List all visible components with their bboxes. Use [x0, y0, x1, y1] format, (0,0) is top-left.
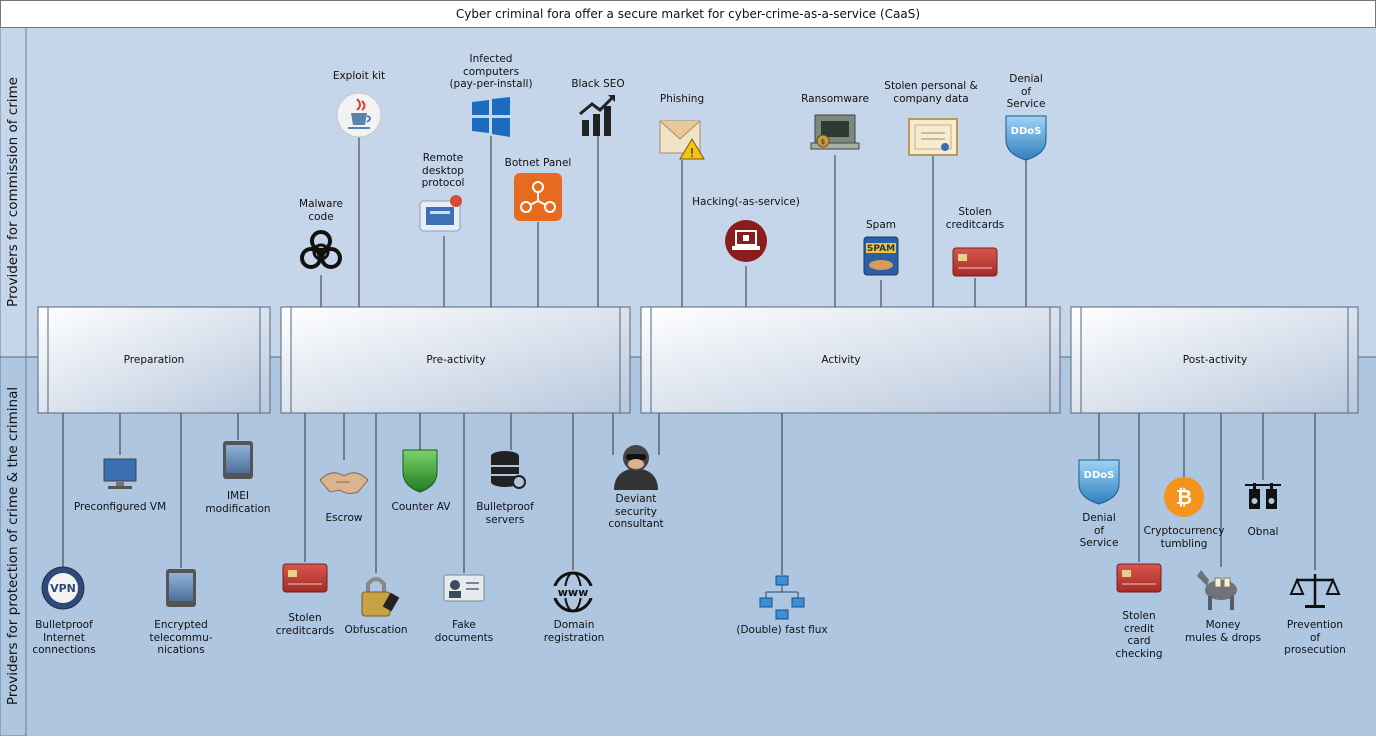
hanging-money-icon — [1245, 483, 1281, 509]
lane-bottom-bg — [0, 357, 1376, 736]
scales-of-justice-icon — [1289, 574, 1341, 608]
www-icon-text: www — [558, 586, 589, 599]
phase-label-activity: Activity — [821, 354, 861, 366]
creditcard-icon — [1116, 563, 1162, 593]
phase-box-pre-activity[interactable] — [280, 306, 631, 414]
tablet-icon — [166, 569, 196, 607]
monitor-icon — [103, 458, 137, 489]
label-encrypted-telecom: Encrypted telecommu- nications — [149, 619, 213, 656]
botnet-panel-icon — [514, 173, 562, 221]
label-black-seo: Black SEO — [571, 78, 625, 90]
label-infected-computers: Infected computers (pay-per-install) — [449, 53, 533, 90]
creditcard-icon — [282, 563, 328, 593]
top-connectors — [320, 136, 1027, 307]
label-counter-av: Counter AV — [391, 501, 451, 513]
label-exploit-kit: Exploit kit — [332, 70, 386, 82]
label-deviant-consultant: Deviant security consultant — [608, 493, 664, 530]
label-ddos-top: Denial of Service — [1006, 73, 1046, 110]
certificate-icon — [908, 118, 958, 156]
label-vpn: Bulletproof Internet connections — [32, 619, 96, 656]
spam-icon-text: SPAM — [867, 244, 895, 254]
lane-label-commission: Providers for commission of crime — [5, 77, 21, 307]
label-money-mules: Money mules & drops — [1185, 619, 1261, 644]
phase-label-pre-activity: Pre-activity — [426, 354, 486, 366]
bottom-connectors — [62, 413, 1316, 575]
label-fake-documents: Fake documents — [434, 619, 494, 644]
label-stolen-creditcards-top: Stolen creditcards — [945, 206, 1005, 231]
svg-text:₿: ₿ — [1176, 485, 1192, 509]
lane-label-protection: Providers for protection of crime & the … — [5, 386, 21, 706]
label-botnet-panel: Botnet Panel — [504, 157, 572, 169]
ddos-shield-icon: DDoS — [1078, 459, 1120, 505]
creditcard-icon — [952, 247, 998, 277]
label-remote-desktop: Remote desktop protocol — [421, 152, 465, 189]
label-ddos-bottom: Denial of Service — [1079, 512, 1119, 549]
phase-label-preparation: Preparation — [123, 354, 185, 366]
label-crypto-tumbling: Cryptocurrency tumbling — [1143, 525, 1225, 550]
vpn-icon: VPN — [41, 566, 85, 610]
phase-box-preparation[interactable] — [37, 306, 271, 414]
shield-icon — [402, 449, 438, 493]
java-coffee-icon — [336, 92, 382, 138]
label-fast-flux: (Double) fast flux — [736, 624, 828, 636]
svg-text:$: $ — [821, 138, 825, 146]
label-stolen-creditcards-bottom: Stolen creditcards — [275, 612, 335, 637]
database-icon — [491, 451, 526, 489]
phase-box-activity[interactable] — [640, 306, 1061, 414]
label-obnal: Obnal — [1247, 526, 1279, 538]
vpn-icon-text: VPN — [50, 582, 76, 595]
phishing-envelope-icon: ! — [659, 120, 705, 160]
bitcoin-icon: ₿ — [1164, 477, 1204, 517]
donkey-icon — [1197, 570, 1237, 610]
label-spam: Spam — [866, 219, 896, 231]
remote-desktop-icon — [419, 195, 462, 232]
label-obfuscation: Obfuscation — [344, 624, 408, 636]
label-phishing: Phishing — [659, 93, 705, 105]
phase-label-post-activity: Post-activity — [1182, 354, 1248, 366]
seo-chart-icon — [579, 94, 616, 136]
label-bulletproof-servers: Bulletproof servers — [476, 501, 534, 526]
padlock-icon — [361, 577, 400, 617]
diagram-title-bar: Cyber criminal fora offer a secure marke… — [0, 0, 1376, 28]
label-prevention-prosecution: Prevention of prosecution — [1284, 619, 1346, 656]
hacking-laptop-icon — [725, 220, 767, 262]
label-malware-code: Malware code — [299, 198, 343, 223]
network-icon — [759, 575, 805, 620]
label-domain-registration: Domain registration — [543, 619, 605, 644]
label-preconfigured-vm: Preconfigured VM — [73, 501, 167, 513]
globe-icon: www — [552, 571, 594, 613]
lane-top-bg — [0, 27, 1376, 357]
spam-can-icon: SPAM — [863, 236, 899, 276]
ddos-icon-text: DDoS — [1011, 126, 1042, 137]
id-card-icon — [443, 574, 485, 602]
biohazard-icon — [300, 230, 342, 269]
label-imei: IMEI modification — [205, 490, 271, 515]
imei-tablet-icon — [223, 441, 253, 479]
ddos-icon-text: DDoS — [1084, 470, 1115, 481]
svg-text:!: ! — [690, 146, 695, 160]
label-stolen-data: Stolen personal & company data — [884, 80, 978, 105]
label-card-checking: Stolen credit card checking — [1115, 610, 1163, 660]
phase-box-post-activity[interactable] — [1070, 306, 1359, 414]
windows-logo-icon — [472, 97, 510, 137]
label-hacking: Hacking(-as-service) — [692, 196, 800, 208]
ddos-shield-icon: DDoS — [1005, 115, 1047, 161]
hacker-icon — [614, 445, 658, 490]
diagram-title: Cyber criminal fora offer a secure marke… — [455, 7, 921, 21]
label-escrow: Escrow — [325, 512, 363, 524]
ransomware-icon: $ — [810, 114, 860, 150]
handshake-icon — [319, 472, 369, 495]
label-ransomware: Ransomware — [801, 93, 869, 105]
